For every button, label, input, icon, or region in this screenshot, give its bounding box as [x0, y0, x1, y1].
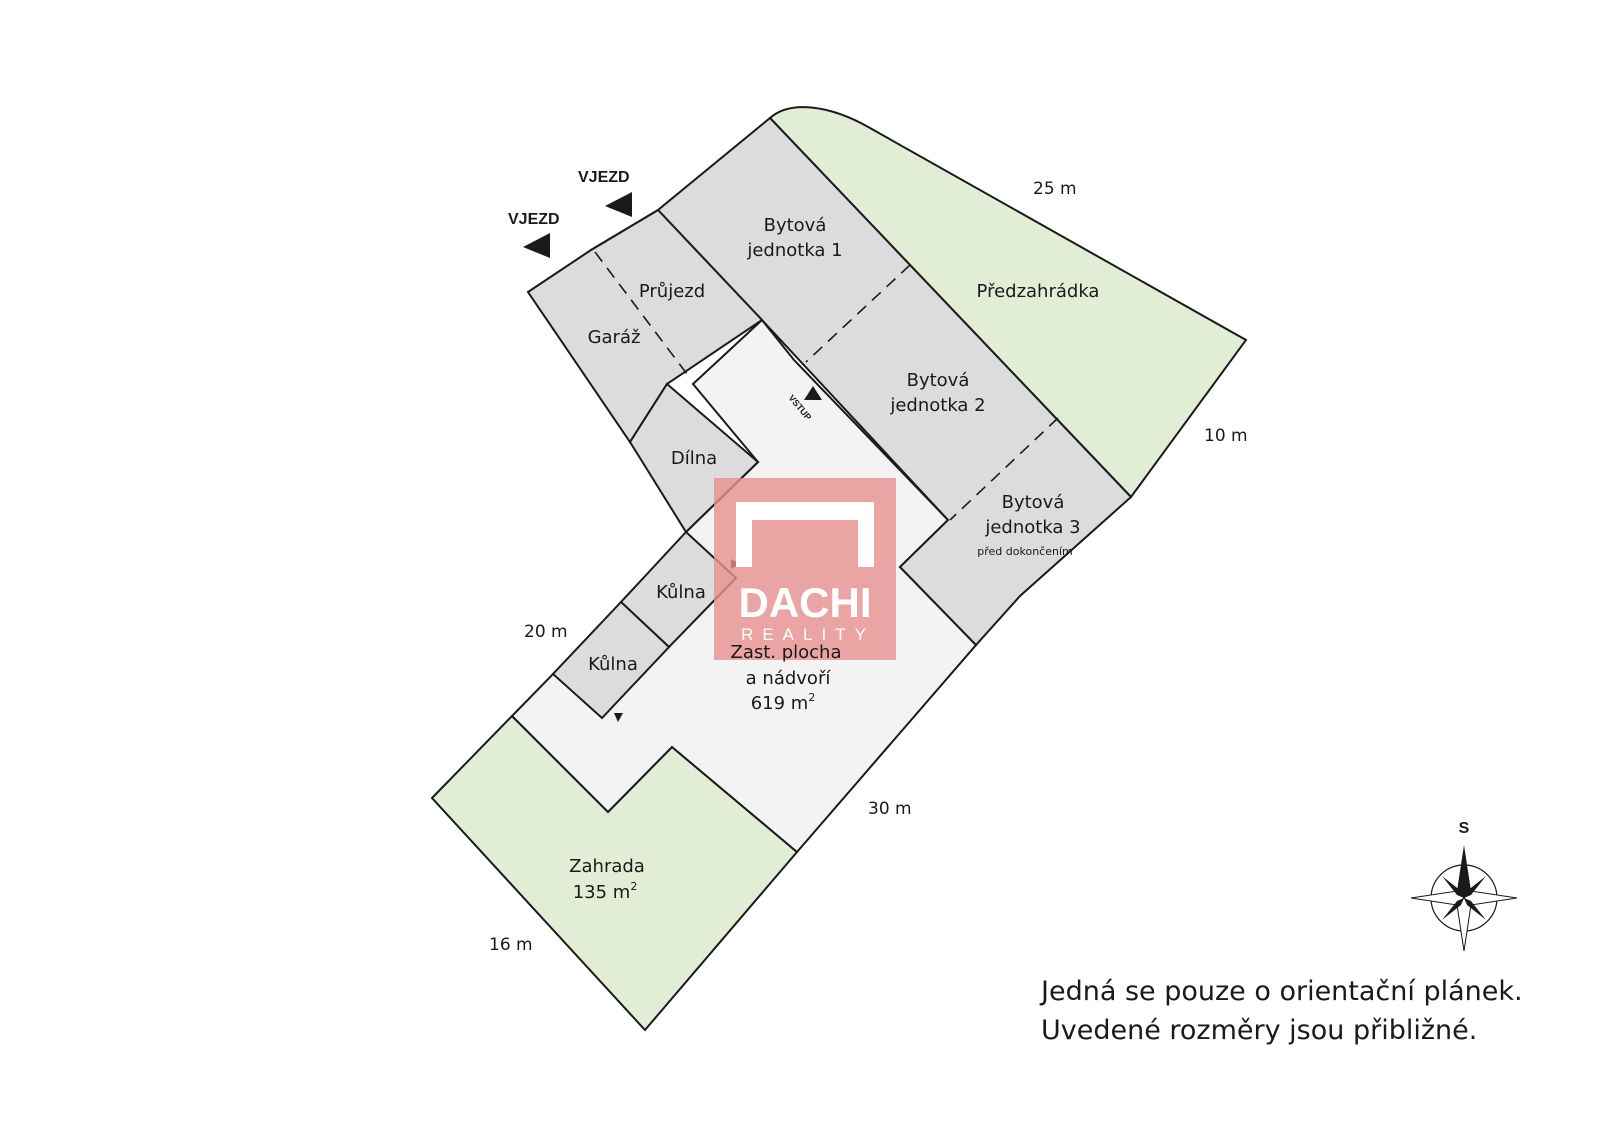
logo-subtitle: REALITY [741, 625, 875, 644]
dim-right: 10 m [1204, 426, 1248, 446]
kulna-upper-label: Kůlna [656, 582, 706, 603]
dachi-reality-logo: DACHI REALITY [714, 478, 896, 660]
left-boundary-line [590, 209, 659, 251]
disclaimer-line-1: Jedná se pouze o orientační plánek. [1041, 976, 1523, 1007]
bytova-1-label-line1: Bytová [764, 215, 827, 236]
vjezd-label-2: VJEZD [508, 211, 560, 228]
compass-rose-icon: S [1410, 820, 1518, 952]
dim-bottom-left: 16 m [489, 935, 533, 955]
bytova-2-label-line1: Bytová [907, 370, 970, 391]
kulna-lower-door-marker-icon [614, 713, 623, 722]
vstup-arrow-icon [804, 386, 822, 400]
bytova-3-note: před dokončením [977, 545, 1072, 558]
bytova-1-label-line2: jednotka 1 [746, 240, 842, 261]
vjezd-arrow-icon-2 [523, 233, 550, 258]
unit-1-2-divider [805, 264, 911, 363]
compass-letter: S [1459, 820, 1470, 837]
kulna-lower-block [551, 600, 671, 720]
dim-bottom-right: 30 m [868, 799, 912, 819]
logo-name: DACHI [739, 579, 872, 626]
disclaimer-line-2: Uvedené rozměry jsou přibližné. [1041, 1015, 1478, 1046]
dilna-label: Dílna [671, 448, 717, 469]
vjezd-arrow-icon-1 [605, 192, 632, 217]
zahrada-label-line1: Zahrada [569, 856, 645, 877]
dim-top: 25 m [1033, 179, 1077, 199]
courtyard-unit-sup: 2 [808, 691, 815, 704]
bytova-3-label-line1: Bytová [1002, 492, 1065, 513]
kulna-lower-label: Kůlna [588, 654, 638, 675]
courtyard-area-value: 619 m2 [751, 691, 816, 714]
bytova-2-label-line2: jednotka 2 [889, 395, 985, 416]
prujezd-divider [594, 251, 691, 379]
unit-2-3-divider [949, 417, 1059, 521]
predzahradka-label: Předzahrádka [977, 281, 1100, 302]
prujezd-label: Průjezd [639, 281, 705, 302]
zahrada-unit-sup: 2 [630, 880, 637, 893]
vjezd-label-1: VJEZD [578, 169, 630, 186]
predzahradka-area [768, 106, 1248, 499]
dim-left: 20 m [524, 622, 568, 642]
bytova-3-label-line2: jednotka 3 [984, 517, 1080, 538]
courtyard-label-line2: a nádvoří [746, 668, 832, 689]
courtyard-label-line1: Zast. plocha [730, 642, 841, 663]
disclaimer: Jedná se pouze o orientační plánek. Uved… [1041, 972, 1581, 1050]
zahrada-area-value: 135 m2 [573, 880, 638, 903]
garaz-label: Garáž [588, 327, 641, 348]
